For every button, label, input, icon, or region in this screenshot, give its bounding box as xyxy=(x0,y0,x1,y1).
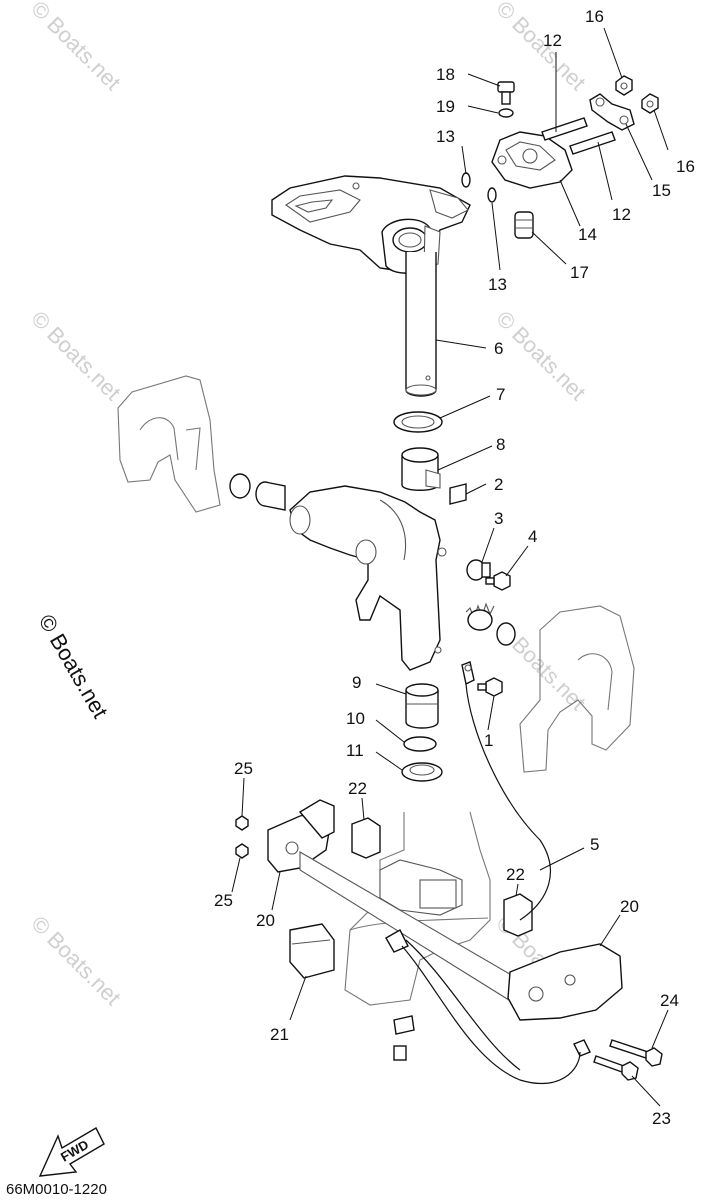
bushing-8 xyxy=(401,447,441,491)
callout-25b: 25 xyxy=(214,891,233,910)
nut-16-right xyxy=(641,93,659,114)
o-ring-10 xyxy=(403,736,437,752)
part-number: 66M0010-1220 xyxy=(6,1181,107,1198)
mount-9 xyxy=(405,683,439,729)
callout-12b: 12 xyxy=(612,205,631,224)
callout-18: 18 xyxy=(436,65,455,84)
plug-3 xyxy=(466,559,491,581)
callout-3: 3 xyxy=(494,509,503,528)
plate-15 xyxy=(589,93,635,131)
watermark-1: © Boats.net xyxy=(26,0,125,95)
washer-25-upper xyxy=(235,815,249,831)
watermark-4: © Boats.net xyxy=(491,306,590,405)
bracket-14 xyxy=(491,131,573,189)
callout-11: 11 xyxy=(346,741,364,760)
clamp-bracket-right-ghost xyxy=(519,605,635,773)
bushing-left xyxy=(255,481,286,511)
block-22-left xyxy=(351,817,381,859)
callout-8: 8 xyxy=(496,435,505,454)
plate-2 xyxy=(449,483,467,505)
callout-labels: 16 12 18 19 16 13 15 12 14 13 17 6 7 8 2… xyxy=(214,7,695,1128)
circlip-13-upper xyxy=(461,172,471,188)
bolt-1 xyxy=(477,677,503,697)
callout-13a: 13 xyxy=(436,127,455,146)
ground-lead-5 xyxy=(401,683,581,1085)
bolt-23 xyxy=(593,1055,639,1081)
callout-20b: 20 xyxy=(256,911,275,930)
callout-15: 15 xyxy=(652,181,671,200)
mount-housing-center xyxy=(379,859,463,916)
watermark-3: © Boats.net xyxy=(26,306,125,405)
ring-7 xyxy=(393,411,443,433)
watermark-6: © Boats.net xyxy=(26,911,125,1010)
callout-14: 14 xyxy=(578,225,597,244)
callout-7: 7 xyxy=(496,385,505,404)
bolt-24 xyxy=(609,1039,663,1067)
callout-4: 4 xyxy=(528,527,537,546)
lower-bracket-20-left xyxy=(267,799,335,873)
callout-22a: 22 xyxy=(348,779,367,798)
lead-terminal-upper xyxy=(461,661,475,686)
callout-16b: 16 xyxy=(676,157,695,176)
callout-22b: 22 xyxy=(506,865,525,884)
seal-11 xyxy=(401,762,443,782)
callout-6: 6 xyxy=(494,339,503,358)
callout-1: 1 xyxy=(484,731,493,750)
callout-9: 9 xyxy=(352,673,361,692)
block-22-right xyxy=(503,893,533,937)
fwd-arrow-icon: FWD xyxy=(38,1127,105,1177)
callout-16a: 16 xyxy=(585,7,604,26)
watermark-2: © Boats.net xyxy=(491,0,590,95)
bumper-21 xyxy=(289,923,335,979)
stud-12-upper xyxy=(541,117,588,141)
steering-bracket xyxy=(271,175,471,274)
callout-10: 10 xyxy=(346,709,365,728)
lower-bracket-20-right xyxy=(507,943,623,1021)
callout-19: 19 xyxy=(436,97,455,116)
callout-5: 5 xyxy=(590,835,599,854)
washer-19 xyxy=(498,108,514,118)
spring-right xyxy=(465,602,495,631)
stud-12-lower xyxy=(569,131,616,155)
nut-16-left xyxy=(615,75,633,96)
washer-right xyxy=(496,622,516,646)
bolt-18 xyxy=(497,81,515,105)
clamp-bracket-left-ghost xyxy=(117,375,221,513)
callout-24: 24 xyxy=(660,991,679,1010)
washer-left xyxy=(229,473,251,499)
copyright-label: © Boats.net xyxy=(34,610,113,722)
washer-25-lower xyxy=(235,843,249,859)
callout-25a: 25 xyxy=(234,759,253,778)
circlip-13-lower xyxy=(487,187,497,203)
steering-shaft xyxy=(405,252,437,397)
callout-2: 2 xyxy=(494,475,503,494)
swivel-bracket xyxy=(289,485,447,671)
callout-20a: 20 xyxy=(620,897,639,916)
bolt-4 xyxy=(485,571,511,591)
leader-lines xyxy=(231,27,669,1107)
callout-12a: 12 xyxy=(543,31,562,50)
callout-21: 21 xyxy=(270,1025,289,1044)
grease-fitting-17 xyxy=(514,211,534,239)
callout-17: 17 xyxy=(570,263,589,282)
callout-23: 23 xyxy=(652,1109,671,1128)
callout-13b: 13 xyxy=(488,275,507,294)
